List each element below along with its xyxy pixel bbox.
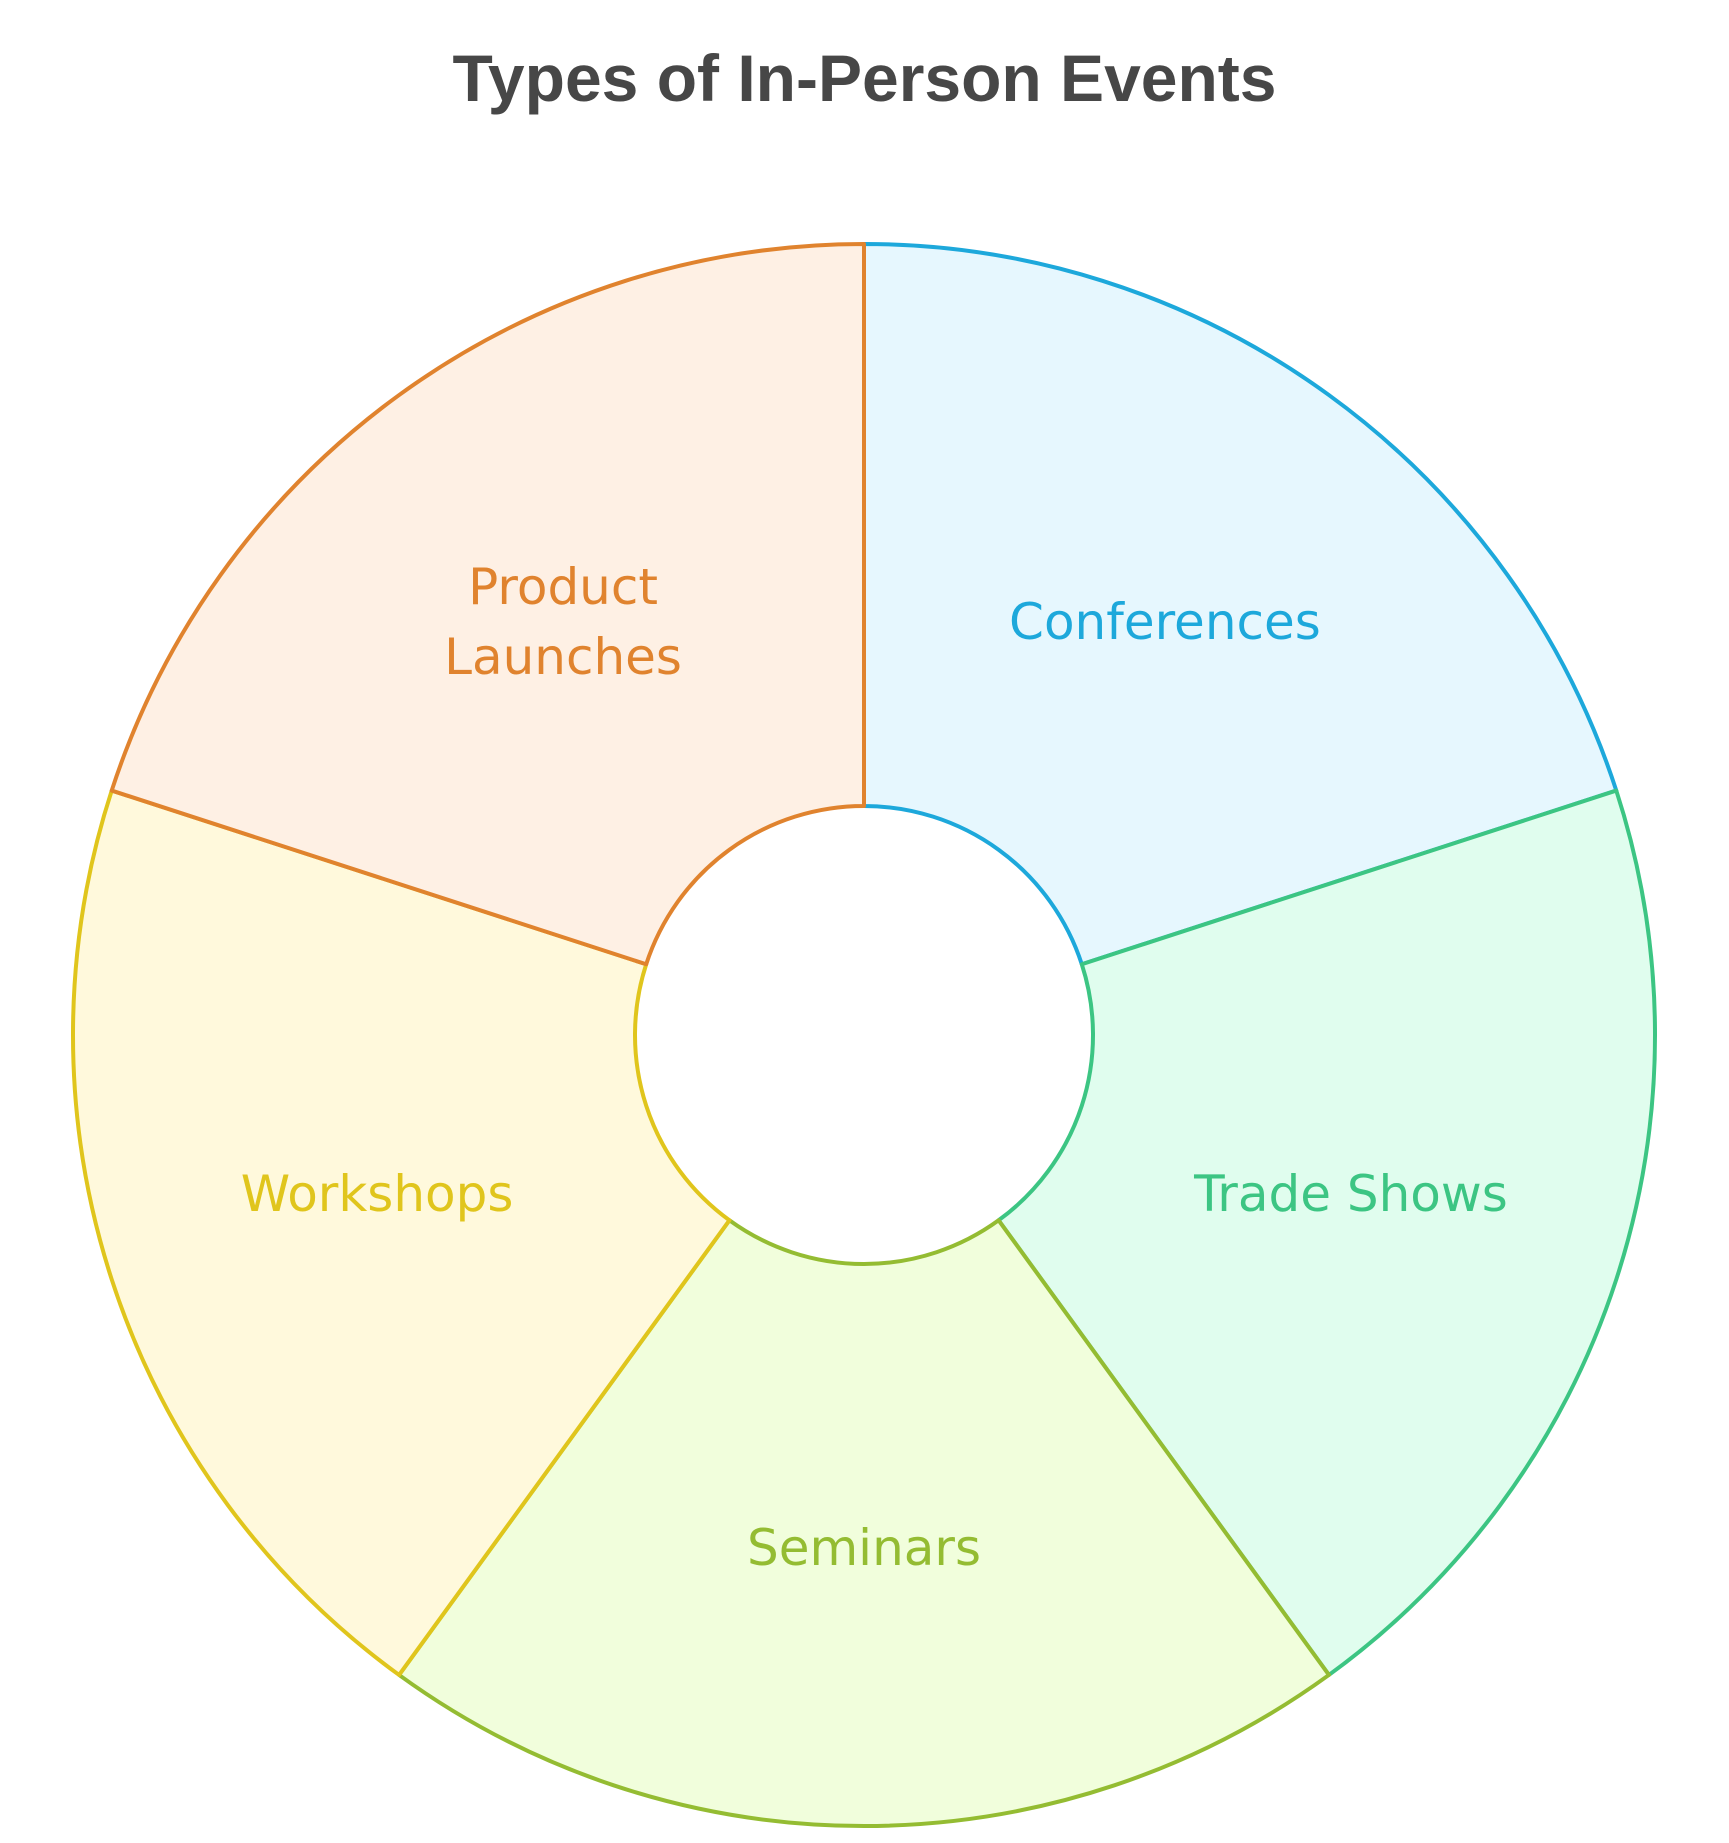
segment-label-line: Trade Shows [1193, 1165, 1508, 1223]
segment-label: Workshops [241, 1165, 514, 1223]
segment-label-line: Launches [444, 628, 682, 686]
diagram-title: Types of In-Person Events [452, 41, 1277, 115]
segment-seminars [397, 1218, 1331, 1828]
segment-trade-shows [996, 788, 1657, 1677]
segment-label-line: Product [468, 558, 658, 616]
segment-label-line: Conferences [1009, 593, 1321, 651]
segment-label: Conferences [1009, 593, 1321, 651]
segment-label-line: Workshops [241, 1165, 514, 1223]
segment-conferences [862, 242, 1619, 967]
segment-label: Seminars [747, 1519, 981, 1577]
segment-label: Trade Shows [1193, 1165, 1508, 1223]
segment-product-launches [109, 242, 866, 967]
segment-label-line: Seminars [747, 1519, 981, 1577]
segment-workshops [71, 788, 732, 1677]
